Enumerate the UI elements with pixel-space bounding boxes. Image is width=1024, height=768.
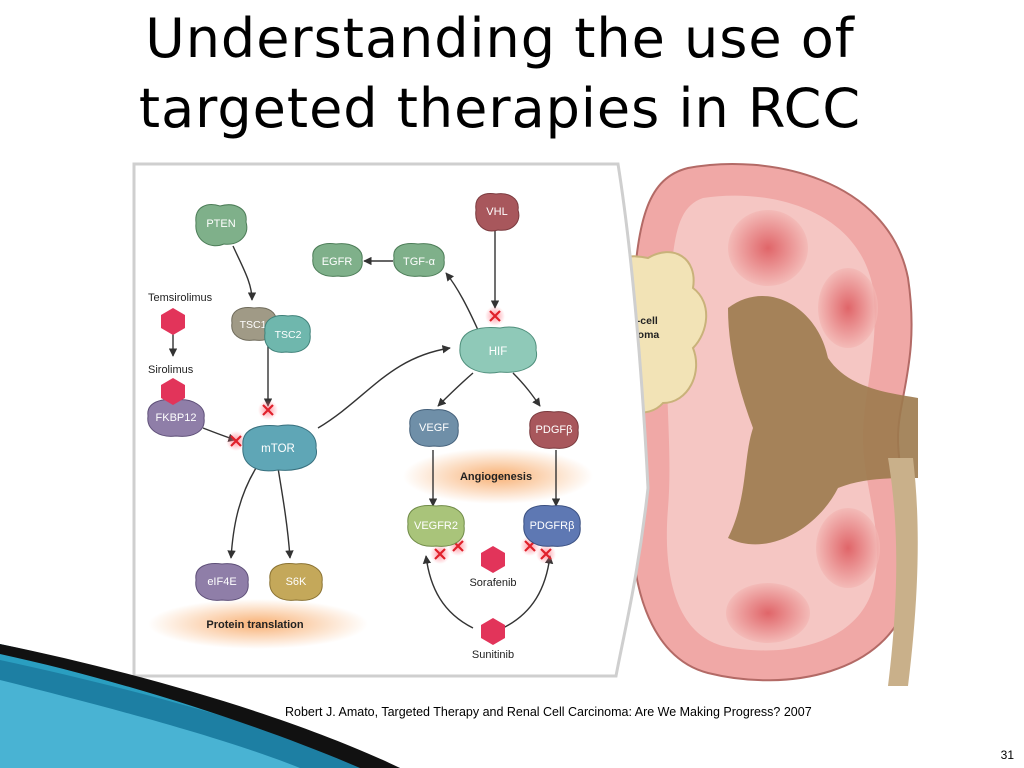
node-vegf-label: VEGF — [419, 422, 449, 434]
node-vhl: VHL — [475, 193, 520, 232]
process-protein-translation-label: Protein translation — [206, 619, 303, 631]
node-s6k-label: S6K — [286, 576, 307, 588]
node-fkbp12: FKBP12 — [147, 399, 205, 437]
drug-sunitinib-label: Sunitinib — [472, 649, 514, 661]
page-number: 31 — [1000, 748, 1014, 762]
drug-sorafenib: Sorafenib — [469, 546, 517, 589]
node-pdgfb: PDGFβ — [529, 411, 579, 449]
node-hif-label: HIF — [489, 346, 508, 358]
node-vegfr2: VEGFR2 — [407, 505, 465, 547]
node-pten: PTEN — [195, 204, 248, 247]
drug-sirolimus: Sirolimus — [148, 364, 194, 405]
node-tgfa: TGF-α — [393, 243, 445, 277]
rcc-pathway-diagram: Renal-cell carcinoma — [132, 162, 918, 686]
inhibition-marks — [226, 306, 556, 564]
drug-sorafenib-label: Sorafenib — [469, 577, 516, 589]
pathway-panel — [132, 162, 650, 678]
node-pdgfrb: PDGFRβ — [523, 505, 581, 547]
kidney-illustration: Renal-cell carcinoma — [582, 162, 918, 686]
drug-sunitinib-hexagon — [481, 618, 505, 645]
node-vhl-label: VHL — [486, 206, 507, 218]
drug-sirolimus-hexagon — [161, 378, 185, 405]
title-line-1: Understanding the use of — [145, 7, 855, 70]
node-s6k: S6K — [269, 563, 323, 601]
drug-sorafenib-hexagon — [481, 546, 505, 573]
node-tsc1-label: TSC1 — [240, 319, 267, 331]
angiogenesis-halo — [403, 448, 593, 504]
ureter — [888, 458, 918, 686]
renal-pelvis — [728, 296, 918, 545]
protein-translation-halo — [148, 599, 368, 649]
node-vegfr2-label: VEGFR2 — [414, 520, 458, 532]
citation-text: Robert J. Amato, Targeted Therapy and Re… — [285, 705, 812, 719]
node-eif4e: eIF4E — [195, 563, 249, 601]
drug-temsirolimus-hexagon — [161, 308, 185, 335]
node-egfr: EGFR — [312, 243, 363, 277]
title-line-2: targeted therapies in RCC — [138, 77, 862, 140]
corner-swoosh-decoration — [0, 644, 400, 768]
node-tgfa-label: TGF-α — [403, 256, 436, 268]
node-pdgfb-label: PDGFβ — [536, 424, 573, 436]
node-mtor: mTOR — [242, 424, 317, 472]
drug-sirolimus-label: Sirolimus — [148, 364, 194, 376]
node-eif4e-label: eIF4E — [207, 576, 236, 588]
node-fkbp12-label: FKBP12 — [156, 412, 197, 424]
node-hif: HIF — [459, 326, 538, 374]
node-tsc2: TSC2 — [264, 315, 311, 353]
drug-temsirolimus-label: Temsirolimus — [148, 292, 213, 304]
node-pdgfrb-label: PDGFRβ — [530, 520, 575, 532]
node-mtor-label: mTOR — [261, 443, 295, 455]
node-vegf: VEGF — [409, 409, 459, 447]
pathway-arrows — [168, 231, 561, 629]
slide-title: Understanding the use of targeted therap… — [0, 4, 1000, 144]
drug-sunitinib: Sunitinib — [472, 618, 514, 661]
drug-temsirolimus: Temsirolimus — [148, 292, 213, 335]
node-egfr-label: EGFR — [322, 256, 353, 268]
process-angiogenesis-label: Angiogenesis — [460, 471, 532, 483]
node-pten-label: PTEN — [206, 218, 235, 230]
node-tsc2-label: TSC2 — [275, 329, 302, 341]
